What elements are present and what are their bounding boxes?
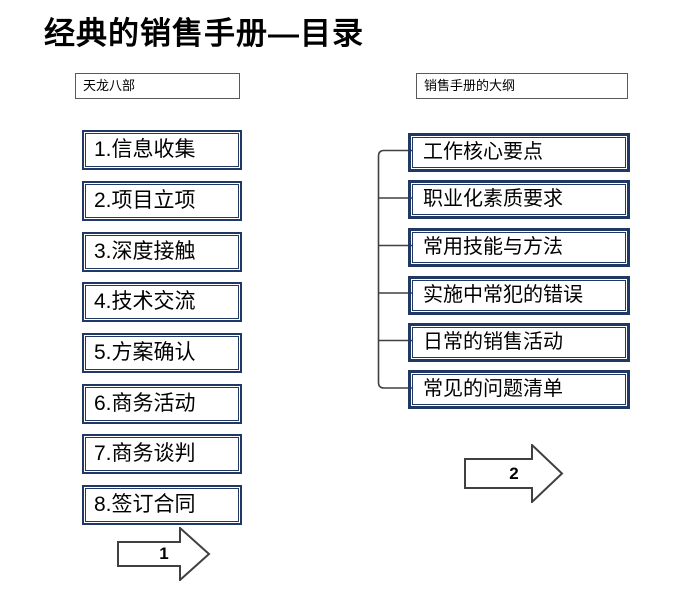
left-step-box: 6.商务活动 — [82, 384, 242, 424]
right-topic-box: 日常的销售活动 — [408, 323, 630, 362]
right-topic-box: 实施中常犯的错误 — [408, 276, 630, 315]
right-arrow-icon — [464, 444, 564, 503]
left-step-box: 1.信息收集 — [82, 130, 242, 170]
block-arrow-1: 1 — [117, 527, 211, 581]
left-step-box: 2.项目立项 — [82, 181, 242, 221]
bracket-connector — [377, 149, 414, 389]
right-topic-box: 职业化素质要求 — [408, 180, 630, 219]
left-step-box: 5.方案确认 — [82, 333, 242, 373]
right-arrow-icon — [117, 527, 211, 581]
right-topic-box: 工作核心要点 — [408, 133, 630, 172]
left-step-box: 8.签订合同 — [82, 485, 242, 525]
block-arrow-2: 2 — [464, 444, 564, 503]
left-column-header: 天龙八部 — [75, 73, 240, 99]
right-topic-box: 常见的问题清单 — [408, 370, 630, 409]
page-title: 经典的销售手册—目录 — [44, 16, 364, 51]
right-column-header: 销售手册的大纲 — [416, 73, 628, 99]
right-topic-box: 常用技能与方法 — [408, 228, 630, 267]
left-step-box: 3.深度接触 — [82, 232, 242, 272]
left-step-box: 4.技术交流 — [82, 282, 242, 322]
left-step-box: 7.商务谈判 — [82, 434, 242, 474]
